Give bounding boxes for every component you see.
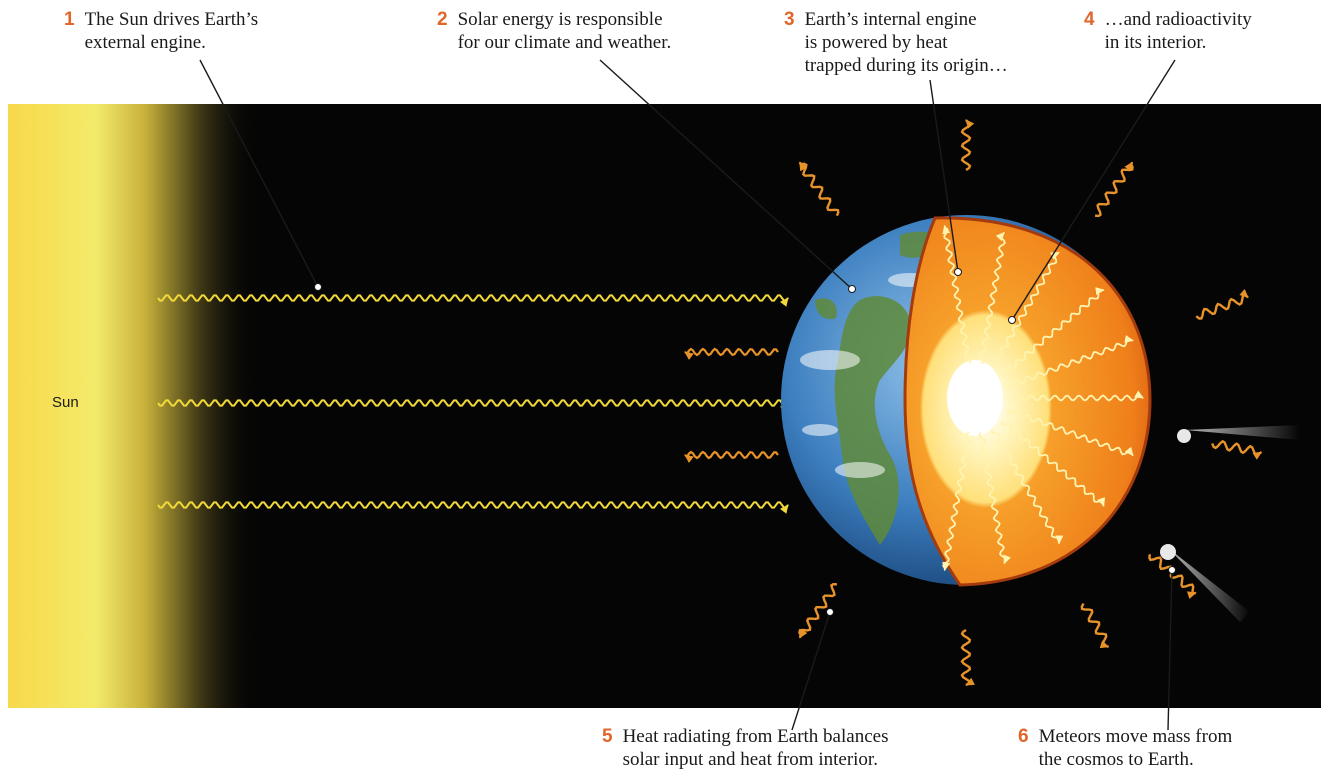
outgoing-heat-arrow bbox=[1211, 439, 1263, 460]
sun bbox=[8, 104, 258, 708]
solar-ray-arrow bbox=[157, 399, 789, 412]
caption-5: 5 Heat radiating from Earth balances sol… bbox=[602, 725, 888, 771]
internal-heat-arrow bbox=[979, 231, 1006, 365]
caption-number: 1 bbox=[64, 9, 75, 30]
caption-text: Earth’s internal engine is powered by he… bbox=[804, 9, 1008, 76]
caption-text: …and radioactivity in its interior. bbox=[1104, 9, 1252, 53]
caption-text: The Sun drives Earth’s external engine. bbox=[84, 9, 259, 53]
caption-text: Heat radiating from Earth balances solar… bbox=[622, 726, 889, 770]
caption-6: 6 Meteors move mass from the cosmos to E… bbox=[1018, 725, 1232, 771]
clouds bbox=[800, 273, 932, 478]
sun-label: Sun bbox=[52, 394, 79, 411]
leader-lines bbox=[199, 59, 1176, 731]
outgoing-heat-arrow bbox=[1094, 161, 1134, 218]
internal-heat-arrow bbox=[942, 431, 971, 572]
outgoing-heat-arrow bbox=[798, 161, 840, 217]
outgoing-heat-arrow bbox=[960, 119, 975, 172]
caption-2: 2 Solar energy is responsible for our cl… bbox=[437, 8, 671, 54]
reflected-ray-arrow bbox=[684, 347, 779, 360]
caption-number: 4 bbox=[1084, 9, 1095, 30]
caption-number: 6 bbox=[1018, 726, 1029, 747]
outgoing-heat-arrow bbox=[798, 582, 837, 639]
internal-heat-arrow bbox=[1001, 287, 1105, 377]
internal-heat-arrow bbox=[942, 224, 972, 365]
internal-heat-arrow bbox=[1007, 334, 1134, 389]
reflected-ray-arrow bbox=[684, 450, 779, 463]
internal-heat-arrow bbox=[992, 251, 1060, 369]
leader-dots bbox=[314, 268, 1176, 616]
internal-heat-arrow bbox=[1007, 409, 1134, 457]
solar-ray-arrow bbox=[157, 294, 789, 307]
outgoing-heat-arrow bbox=[1195, 289, 1249, 320]
inner-core bbox=[947, 360, 1003, 436]
meteor-2 bbox=[1160, 544, 1250, 622]
caption-number: 5 bbox=[602, 726, 613, 747]
solar-rays bbox=[157, 294, 789, 514]
caption-text: Meteors move mass from the cosmos to Ear… bbox=[1038, 726, 1233, 770]
meteor-1 bbox=[1177, 425, 1300, 443]
outgoing-heat-arrow bbox=[1148, 554, 1197, 600]
internal-heat-arrows bbox=[942, 224, 1144, 572]
earth-cutaway bbox=[903, 216, 1152, 587]
internal-heat-arrow bbox=[990, 428, 1064, 545]
caption-1: 1 The Sun drives Earth’s external engine… bbox=[64, 8, 258, 54]
caption-number: 3 bbox=[784, 9, 795, 30]
outgoing-heat-arrow bbox=[960, 628, 975, 687]
reflected-rays bbox=[684, 347, 779, 463]
caption-text: Solar energy is responsible for our clim… bbox=[457, 9, 672, 53]
internal-heat-arrow bbox=[978, 431, 1011, 565]
outgoing-heat-arrows bbox=[798, 119, 1263, 687]
caption-number: 2 bbox=[437, 9, 448, 30]
caption-4: 4 …and radioactivity in its interior. bbox=[1084, 8, 1252, 54]
caption-3: 3 Earth’s internal engine is powered by … bbox=[784, 8, 1008, 77]
outgoing-heat-arrow bbox=[1080, 602, 1110, 649]
solar-ray-arrow bbox=[157, 501, 789, 514]
internal-heat-arrow bbox=[1009, 390, 1144, 402]
internal-heat-arrow bbox=[1000, 420, 1106, 507]
